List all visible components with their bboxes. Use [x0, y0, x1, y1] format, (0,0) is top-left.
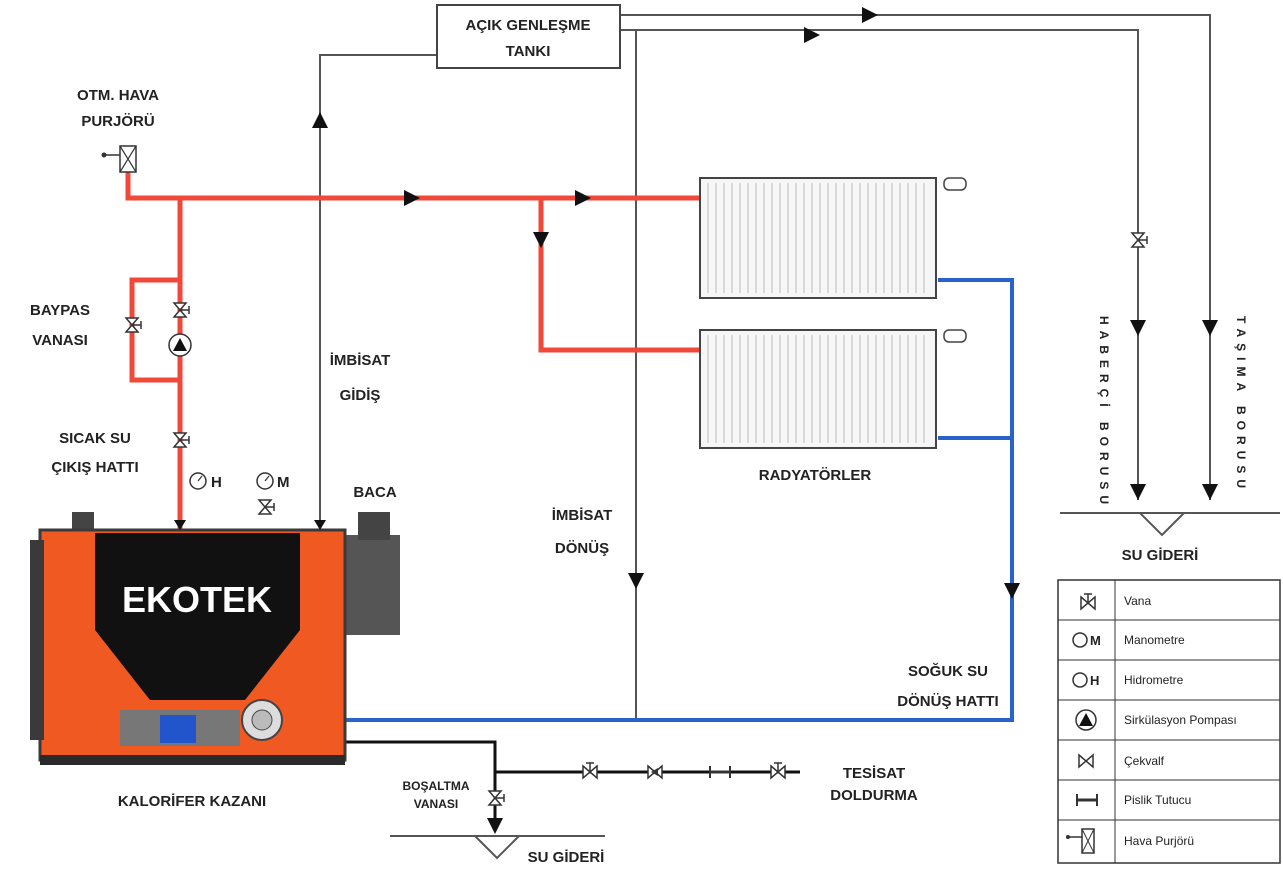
- legend-label: Vana: [1124, 594, 1151, 608]
- expansion-tank: AÇIK GENLEŞME TANKI: [436, 4, 621, 69]
- gauge-m-label: M: [277, 474, 290, 491]
- strainer-icon: [1076, 794, 1098, 806]
- legend-label: Manometre: [1124, 633, 1185, 647]
- labels: OTM. HAVA PURJÖRÜ BAYPAS VANASI SICAK SU…: [30, 87, 1248, 866]
- legend-row-strainer: Pislik Tutucu: [1076, 793, 1191, 807]
- air-purge-icon: [1066, 828, 1095, 854]
- hot-outlet-label-2: ÇIKIŞ HATTI: [51, 459, 138, 476]
- legend-symbol: H: [1090, 673, 1099, 688]
- legend-row-pump: Sirkülasyon Pompası: [1075, 709, 1237, 731]
- brand-logo: EKOTEK: [122, 579, 272, 620]
- hot-water-pipes: [125, 168, 700, 530]
- bypass-label-2: VANASI: [32, 332, 88, 349]
- boiler: EKOTEK: [30, 512, 400, 765]
- check-valve-icon: [1078, 753, 1094, 769]
- radiators-label: RADYATÖRLER: [759, 467, 872, 484]
- legend-label: Hidrometre: [1124, 673, 1184, 687]
- hydrometer-icon: H: [189, 472, 222, 491]
- bypass-label-1: BAYPAS: [30, 302, 90, 319]
- legend-label: Çekvalf: [1124, 754, 1165, 768]
- purge-label-1: OTM. HAVA: [77, 87, 159, 104]
- fill-label-2: DOLDURMA: [830, 787, 918, 804]
- drain-right-label: SU GİDERİ: [1122, 547, 1199, 564]
- legend-label: Pislik Tutucu: [1124, 793, 1191, 807]
- legend: Vana M Manometre H Hidrometre Sirkülasyo…: [1057, 579, 1281, 864]
- boiler-label: KALORİFER KAZANI: [118, 793, 266, 810]
- expansion-go-label-1: İMBİSAT: [330, 352, 391, 369]
- valve-icon: [173, 302, 190, 318]
- legend-row-manometer: M Manometre: [1072, 632, 1185, 648]
- radiator-bottom: [699, 329, 967, 449]
- alarm-pipe-label: HABERÇİ BORUSU: [1097, 316, 1112, 510]
- radiator-top: [699, 177, 967, 299]
- valve-icon: [770, 762, 786, 779]
- check-valve-icon: [647, 764, 663, 780]
- drain-valve-icon: [488, 790, 505, 806]
- cold-return-label-1: SOĞUK SU: [908, 662, 988, 680]
- cold-return-label-2: DÖNÜŞ HATTI: [897, 693, 998, 710]
- legend-label: Hava Purjörü: [1124, 834, 1194, 848]
- legend-label: Sirkülasyon Pompası: [1124, 713, 1237, 727]
- boiler-hopper: [95, 533, 300, 700]
- legend-symbol: M: [1090, 633, 1101, 648]
- drain-valve-label-2: VANASI: [414, 797, 458, 811]
- flow-arrows: [312, 7, 1218, 834]
- manometer-icon: [1072, 632, 1088, 648]
- valve-icon: [1131, 232, 1148, 248]
- tank-label-1: AÇIK GENLEŞME: [465, 17, 590, 34]
- drain-valve-label-1: BOŞALTMA: [402, 779, 469, 793]
- gauge-h-label: H: [211, 474, 222, 491]
- manometer-icon: M: [256, 472, 290, 491]
- cold-return-pipes: [345, 278, 1014, 722]
- strainer-icon: [709, 766, 731, 778]
- legend-row-check-valve: Çekvalf: [1078, 753, 1165, 769]
- air-purge-icon: [101, 145, 137, 173]
- chimney-label: BACA: [353, 484, 396, 501]
- fill-label-1: TESİSAT: [843, 765, 905, 782]
- legend-row-air-purge: Hava Purjörü: [1066, 828, 1194, 854]
- expansion-return-label-1: İMBİSAT: [552, 507, 613, 524]
- valve-icon: [582, 762, 598, 779]
- expansion-go-label-2: GİDİŞ: [340, 387, 381, 404]
- tank-label-2: TANKI: [506, 43, 551, 60]
- transport-pipe-label: TAŞIMA BORUSU: [1234, 316, 1248, 494]
- fittings: H M: [101, 145, 1148, 806]
- hot-outlet-label-1: SICAK SU: [59, 430, 131, 447]
- hydrometer-icon: [1072, 672, 1088, 688]
- legend-row-hydrometer: H Hidrometre: [1072, 672, 1184, 688]
- expansion-return-label-2: DÖNÜŞ: [555, 540, 609, 557]
- drain-bottom-label: SU GİDERİ: [528, 849, 605, 866]
- purge-label-2: PURJÖRÜ: [81, 113, 154, 130]
- bypass-valve-icon: [125, 317, 142, 333]
- valve-icon: [173, 432, 190, 448]
- valve-icon: [258, 499, 275, 515]
- legend-row-valve: Vana: [1080, 593, 1151, 610]
